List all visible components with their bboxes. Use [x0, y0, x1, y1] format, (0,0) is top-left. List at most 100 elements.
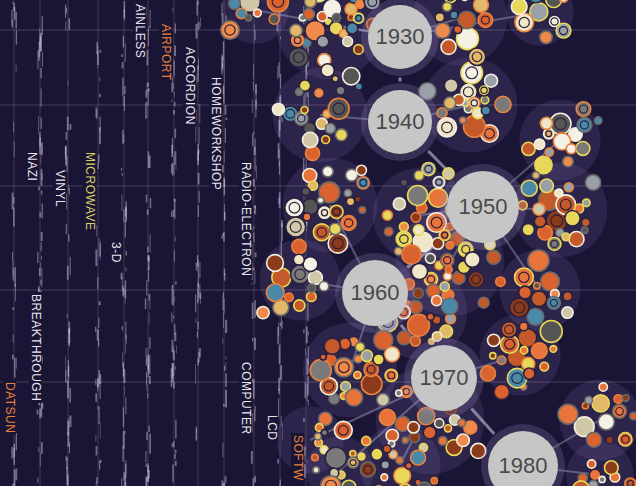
- bubble-disc: [286, 217, 306, 237]
- bubble-disc: [446, 242, 453, 249]
- bubble-disc: [408, 185, 428, 205]
- barcode-tick: [252, 244, 253, 258]
- barcode-tick: [147, 50, 149, 65]
- topic-bubble: [292, 239, 306, 253]
- topic-bubble: [511, 0, 527, 14]
- barcode-tick: [174, 92, 175, 97]
- bubble-disc: [321, 476, 341, 486]
- bubble-disc: [336, 86, 345, 95]
- bubble-disc: [435, 419, 444, 428]
- barcode-tick: [13, 122, 14, 133]
- barcode-tick: [125, 220, 126, 238]
- bubble-disc: [431, 478, 437, 484]
- bubble-disc: [468, 48, 485, 65]
- topic-bubble: [454, 25, 462, 33]
- barcode-tick: [251, 451, 253, 464]
- topic-bubble: [480, 366, 495, 381]
- topic-bubble: [583, 199, 591, 207]
- bubble-disc: [418, 408, 435, 425]
- barcode-tick: [222, 443, 223, 457]
- bubble-disc: [540, 179, 554, 193]
- topic-bubble: [562, 307, 573, 318]
- topic-word: LCD: [265, 413, 278, 443]
- bubble-disc: [444, 425, 451, 432]
- bubble-disc: [245, 15, 251, 21]
- topic-bubble: [321, 429, 327, 435]
- bubble-ring: [293, 52, 304, 63]
- barcode-tick: [40, 280, 41, 285]
- barcode-tick: [254, 338, 256, 350]
- topic-bubble: [437, 108, 447, 118]
- barcode-tick: [198, 1, 199, 6]
- grid-line: [280, 0, 281, 486]
- topic-bubble: [373, 354, 384, 365]
- bubble-disc: [524, 225, 533, 234]
- topic-bubble: [383, 445, 391, 453]
- topic-bubble: [531, 291, 547, 307]
- topic-bubble: [423, 426, 436, 439]
- barcode-tick: [99, 302, 101, 306]
- topic-bubble: [443, 2, 452, 11]
- bubble-disc: [625, 478, 636, 486]
- topic-bubble: [348, 457, 359, 468]
- bubble-ring: [512, 373, 523, 384]
- topic-bubble: [411, 213, 421, 223]
- bubble-disc: [296, 88, 303, 95]
- bubble-disc: [289, 48, 309, 68]
- bubble-disc: [305, 0, 317, 8]
- bubble-disc: [293, 254, 304, 265]
- barcode-tick: [253, 131, 254, 134]
- topic-bubble: [384, 347, 399, 362]
- cluster-halo: [566, 441, 634, 486]
- topic-bubble: [332, 14, 340, 22]
- bubble-disc: [359, 207, 366, 214]
- grid-line: [40, 0, 41, 486]
- topic-bubble: [478, 13, 493, 28]
- topic-bubble: [439, 230, 450, 241]
- bubble-disc: [562, 307, 573, 318]
- bubble-disc: [545, 148, 553, 156]
- barcode-tick: [223, 292, 224, 297]
- barcode-tick: [68, 185, 69, 191]
- topic-bubble: [599, 476, 605, 482]
- bubble-ring: [294, 37, 301, 44]
- barcode-tick: [224, 62, 225, 75]
- barcode-tick: [195, 125, 196, 142]
- topic-bubble: [432, 332, 441, 341]
- barcode-tick: [95, 379, 96, 385]
- topic-bubble: [342, 480, 356, 486]
- bubble-disc: [576, 141, 590, 155]
- barcode-tick: [200, 17, 201, 27]
- bubble-disc: [317, 36, 329, 48]
- bubble-disc: [411, 450, 426, 465]
- cluster-halo: [506, 0, 574, 46]
- bubble-disc: [267, 0, 288, 12]
- barcode-tick: [199, 127, 200, 145]
- bubble-disc: [266, 284, 284, 302]
- bubble-disc: [355, 342, 364, 351]
- bubble-ring: [333, 238, 344, 249]
- barcode-tick: [41, 268, 42, 287]
- bubble-disc: [393, 198, 405, 210]
- decade-circle: 1960: [342, 260, 408, 326]
- topic-bubble: [296, 88, 303, 95]
- topic-bubble: [478, 297, 489, 308]
- bubble-disc: [303, 168, 317, 182]
- topic-bubble: [317, 197, 323, 203]
- bubble-disc: [294, 300, 305, 311]
- topic-bubble: [527, 0, 545, 3]
- bubble-disc: [457, 434, 470, 447]
- topic-bubble: [474, 0, 489, 12]
- bubble-ring: [272, 0, 283, 7]
- bubble-disc: [569, 232, 584, 247]
- topic-bubble: [267, 0, 288, 12]
- barcode-tick: [146, 356, 148, 365]
- barcode-tick: [65, 370, 66, 382]
- bubble-disc: [583, 199, 591, 207]
- topic-bubble: [357, 177, 369, 189]
- topic-bubble: [569, 232, 584, 247]
- topic-bubble: [418, 408, 435, 425]
- bubble-disc: [384, 347, 399, 362]
- bubble-disc: [558, 404, 578, 424]
- topic-word: SOFTW: [291, 433, 304, 483]
